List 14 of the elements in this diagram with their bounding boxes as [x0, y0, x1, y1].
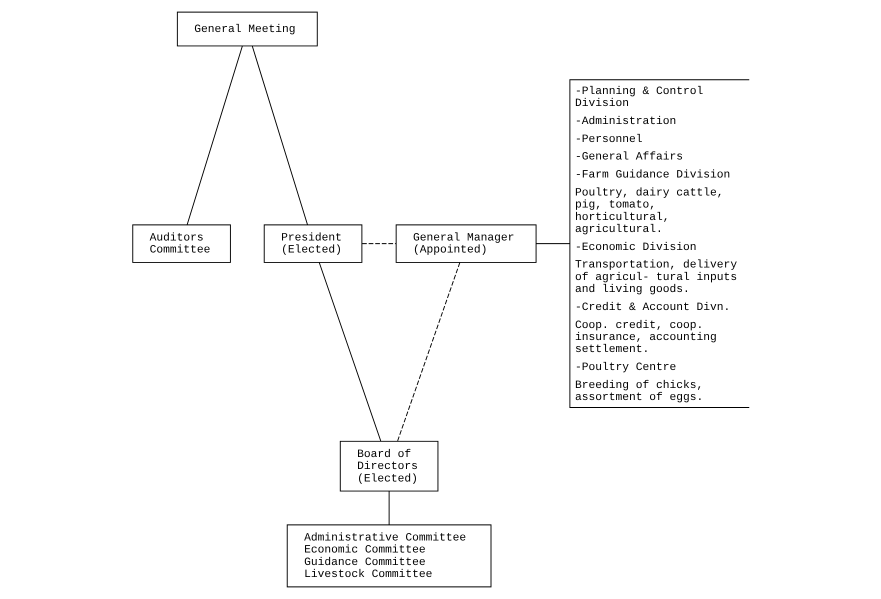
- node-text: -Planning & Control Division -Administration -Personnel -General Affairs -Farm Guidance Division Poultry, dairy cattle, pig, tomato, horticultural, agricultural. -Economic Division Transportation, delivery of agricul- tural inputs and living goods. -Credit & Account Divn. Coop. credit, coop. insurance, accounting settlement. -Poultry Centre Breeding of chicks, assortment of eggs.: [574, 86, 737, 404]
- node-box: President (Elected): [263, 224, 362, 263]
- connector: [388, 490, 390, 526]
- node-box: Auditors Committee: [132, 224, 230, 263]
- connector: [535, 243, 570, 244]
- node-box: Administrative Committee Economic Committee Guidance Committee Livestock Committee: [286, 524, 491, 588]
- connector: [186, 46, 242, 226]
- connector: [318, 262, 381, 442]
- node-box: General Meeting: [176, 12, 318, 46]
- connector: [251, 46, 308, 226]
- connector: [361, 243, 396, 244]
- connector: [396, 262, 460, 442]
- node-box: Board of Directors (Elected): [339, 440, 438, 492]
- node-box: General Manager (Appointed): [395, 224, 536, 263]
